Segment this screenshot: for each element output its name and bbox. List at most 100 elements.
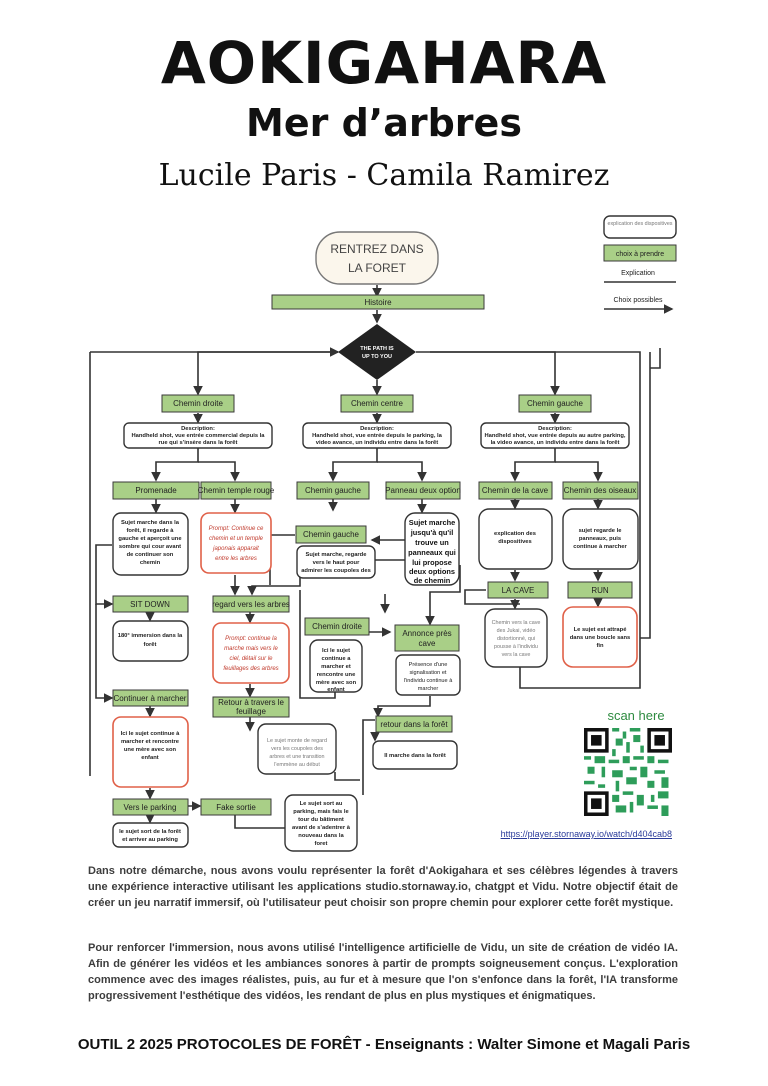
droite-desc-2: Handheld shot, vue entrée commercial dep… [131, 433, 265, 439]
fake-label: Fake sortie [216, 803, 256, 812]
temple-node [200, 481, 272, 500]
sitdown-node [112, 595, 189, 613]
annonce-text-1: Présence d'une [409, 662, 448, 668]
path-label-2: UP TO YOU [362, 354, 392, 360]
gauche-desc-3: la video avance, un individu entre dans … [491, 440, 620, 446]
centre-gauche2-label: Chemin gauche [303, 530, 360, 539]
path-label-1: THE PATH IS [360, 346, 394, 352]
parking-label: Vers le parking [124, 803, 177, 812]
chemin-droite-label: Chemin droite [173, 399, 223, 408]
cave-label: Chemin de la cave [482, 486, 549, 495]
chemin-centre-node [340, 394, 414, 413]
retour-label-2: feuillage [236, 707, 266, 716]
gauche-desc-2: Handheld shot, vue entrée depuis au autr… [484, 433, 625, 439]
temple-text-3: japonais apparait [212, 546, 259, 552]
centre-gauche-node [296, 481, 370, 500]
temple-text-4: entre les arbres [215, 556, 257, 562]
annonce-text-4: marcher [418, 686, 439, 692]
continuer-text-2: marcher et rencontre [121, 739, 180, 745]
temple-text-box [200, 512, 272, 574]
oiseaux-text-1: sujet regarde le [579, 528, 623, 534]
annonce-text-box [395, 654, 461, 696]
regard-text-3: ciel, détail sur le [229, 656, 273, 662]
panneau-text-box [404, 512, 460, 586]
retour-node [212, 696, 290, 718]
promenade-label: Promenade [135, 486, 177, 495]
fake-node [200, 798, 272, 816]
parking-text-2: et arriver au parking [122, 837, 178, 843]
panneau-text-1: Sujet marche [409, 518, 455, 527]
retour-foret-text-box [372, 740, 458, 770]
chemin-gauche-node [518, 394, 592, 413]
centre-droite2-text-4: rencontre une [317, 672, 356, 678]
continuer-text-3: une mère avec son [124, 747, 177, 753]
qr-caption: scan here [607, 708, 665, 723]
annonce-label-1: Annonce près [402, 629, 451, 638]
centre-droite2-text-2: continue a [322, 656, 352, 662]
promenade-text-4: sombre qui cour avant [119, 544, 181, 550]
watch-link[interactable]: https://player.stornaway.io/watch/d404ca… [500, 829, 672, 839]
cave-text-box [478, 508, 553, 570]
centre-gauche2-text-2: vers le haut pour [313, 560, 360, 566]
oiseaux-text-box [562, 508, 639, 570]
continuer-text-4: enfant [141, 755, 158, 761]
regard-text-box [212, 622, 290, 684]
retour-label-1: Retour à travers le [218, 698, 284, 707]
lacave-text-4: pousse à l'individu [494, 644, 538, 650]
centre-gauche-label: Chemin gauche [305, 486, 362, 495]
retour-text-4: l'emmène au début [274, 762, 320, 768]
qr-code-icon[interactable] [584, 728, 672, 816]
path-diamond [338, 324, 416, 380]
run-node [567, 581, 633, 599]
fake-text-box [284, 794, 358, 852]
retour-text-3: arbres et une transition [269, 754, 324, 760]
retour-text-2: vers les coupoles des [271, 746, 323, 752]
continuer-node [112, 689, 189, 707]
annonce-text-2: signalisation et [409, 670, 446, 676]
histoire-node [271, 294, 485, 310]
panneau-text-2: jusqu'à qu'il [410, 528, 454, 537]
regard-text-1: Prompt: continue la [225, 636, 277, 642]
regard-text-4: feuillages des arbres [223, 666, 278, 672]
lacave-label: LA CAVE [502, 586, 535, 595]
run-text-2: dans une boucle sans [570, 635, 631, 641]
run-label: RUN [591, 586, 609, 595]
fake-text-5: nouveau dans la [298, 833, 344, 839]
legend-item-choix-possibles: Choix possibles [613, 297, 663, 304]
lacave-node [487, 581, 549, 599]
continuer-text-box [112, 716, 189, 788]
run-text-1: Le sujet est attrapé [574, 627, 628, 633]
centre-droite2-text-6: enfant [327, 687, 344, 693]
regard-node [212, 595, 290, 613]
oiseaux-text-2: panneaux, puis [579, 536, 621, 542]
fake-text-3: tour du bâtiment [298, 817, 344, 823]
cave-text-1: explication des [494, 531, 536, 537]
footer-credits: OUTIL 2 2025 PROTOCOLES DE FORÊT - Ensei… [77, 1036, 691, 1053]
centre-droite2-text-3: marcher et [321, 664, 351, 670]
centre-desc-box [302, 422, 452, 449]
oiseaux-node [562, 481, 639, 500]
parking-node [112, 798, 189, 816]
centre-droite2-label: Chemin droite [312, 622, 362, 631]
retour-foret-node [375, 715, 453, 733]
panneau-text-7: de chemin [414, 576, 451, 585]
centre-desc-2: Handheld shot, vue entrée depuis le park… [312, 433, 443, 439]
chemin-droite-node [161, 394, 235, 413]
promenade-text-5: de continuer son [127, 552, 174, 558]
cave-node [478, 481, 553, 500]
annonce-label-2: cave [419, 639, 436, 648]
annonce-text-3: l'individu continue à [404, 678, 454, 684]
legend-item-explication-text: explication des dispositives [607, 221, 672, 227]
droite-desc-box [123, 422, 273, 449]
retour-foret-label: retour dans la forêt [380, 720, 448, 729]
panneau-node [385, 481, 461, 500]
chemin-gauche-label: Chemin gauche [527, 399, 584, 408]
fake-text-2: parking, mais fais le [293, 809, 349, 815]
centre-desc-1: Description: [360, 426, 394, 432]
histoire-label: Histoire [364, 298, 392, 307]
panneau-text-3: trouve un [415, 538, 449, 547]
legend: explication des dispositives choix à pre… [603, 215, 677, 314]
centre-droite2-text-5: mère avec son [316, 680, 357, 686]
temple-text-2: chemin et un temple [209, 536, 264, 542]
promenade-text-1: Sujet marche dans la [121, 520, 180, 526]
